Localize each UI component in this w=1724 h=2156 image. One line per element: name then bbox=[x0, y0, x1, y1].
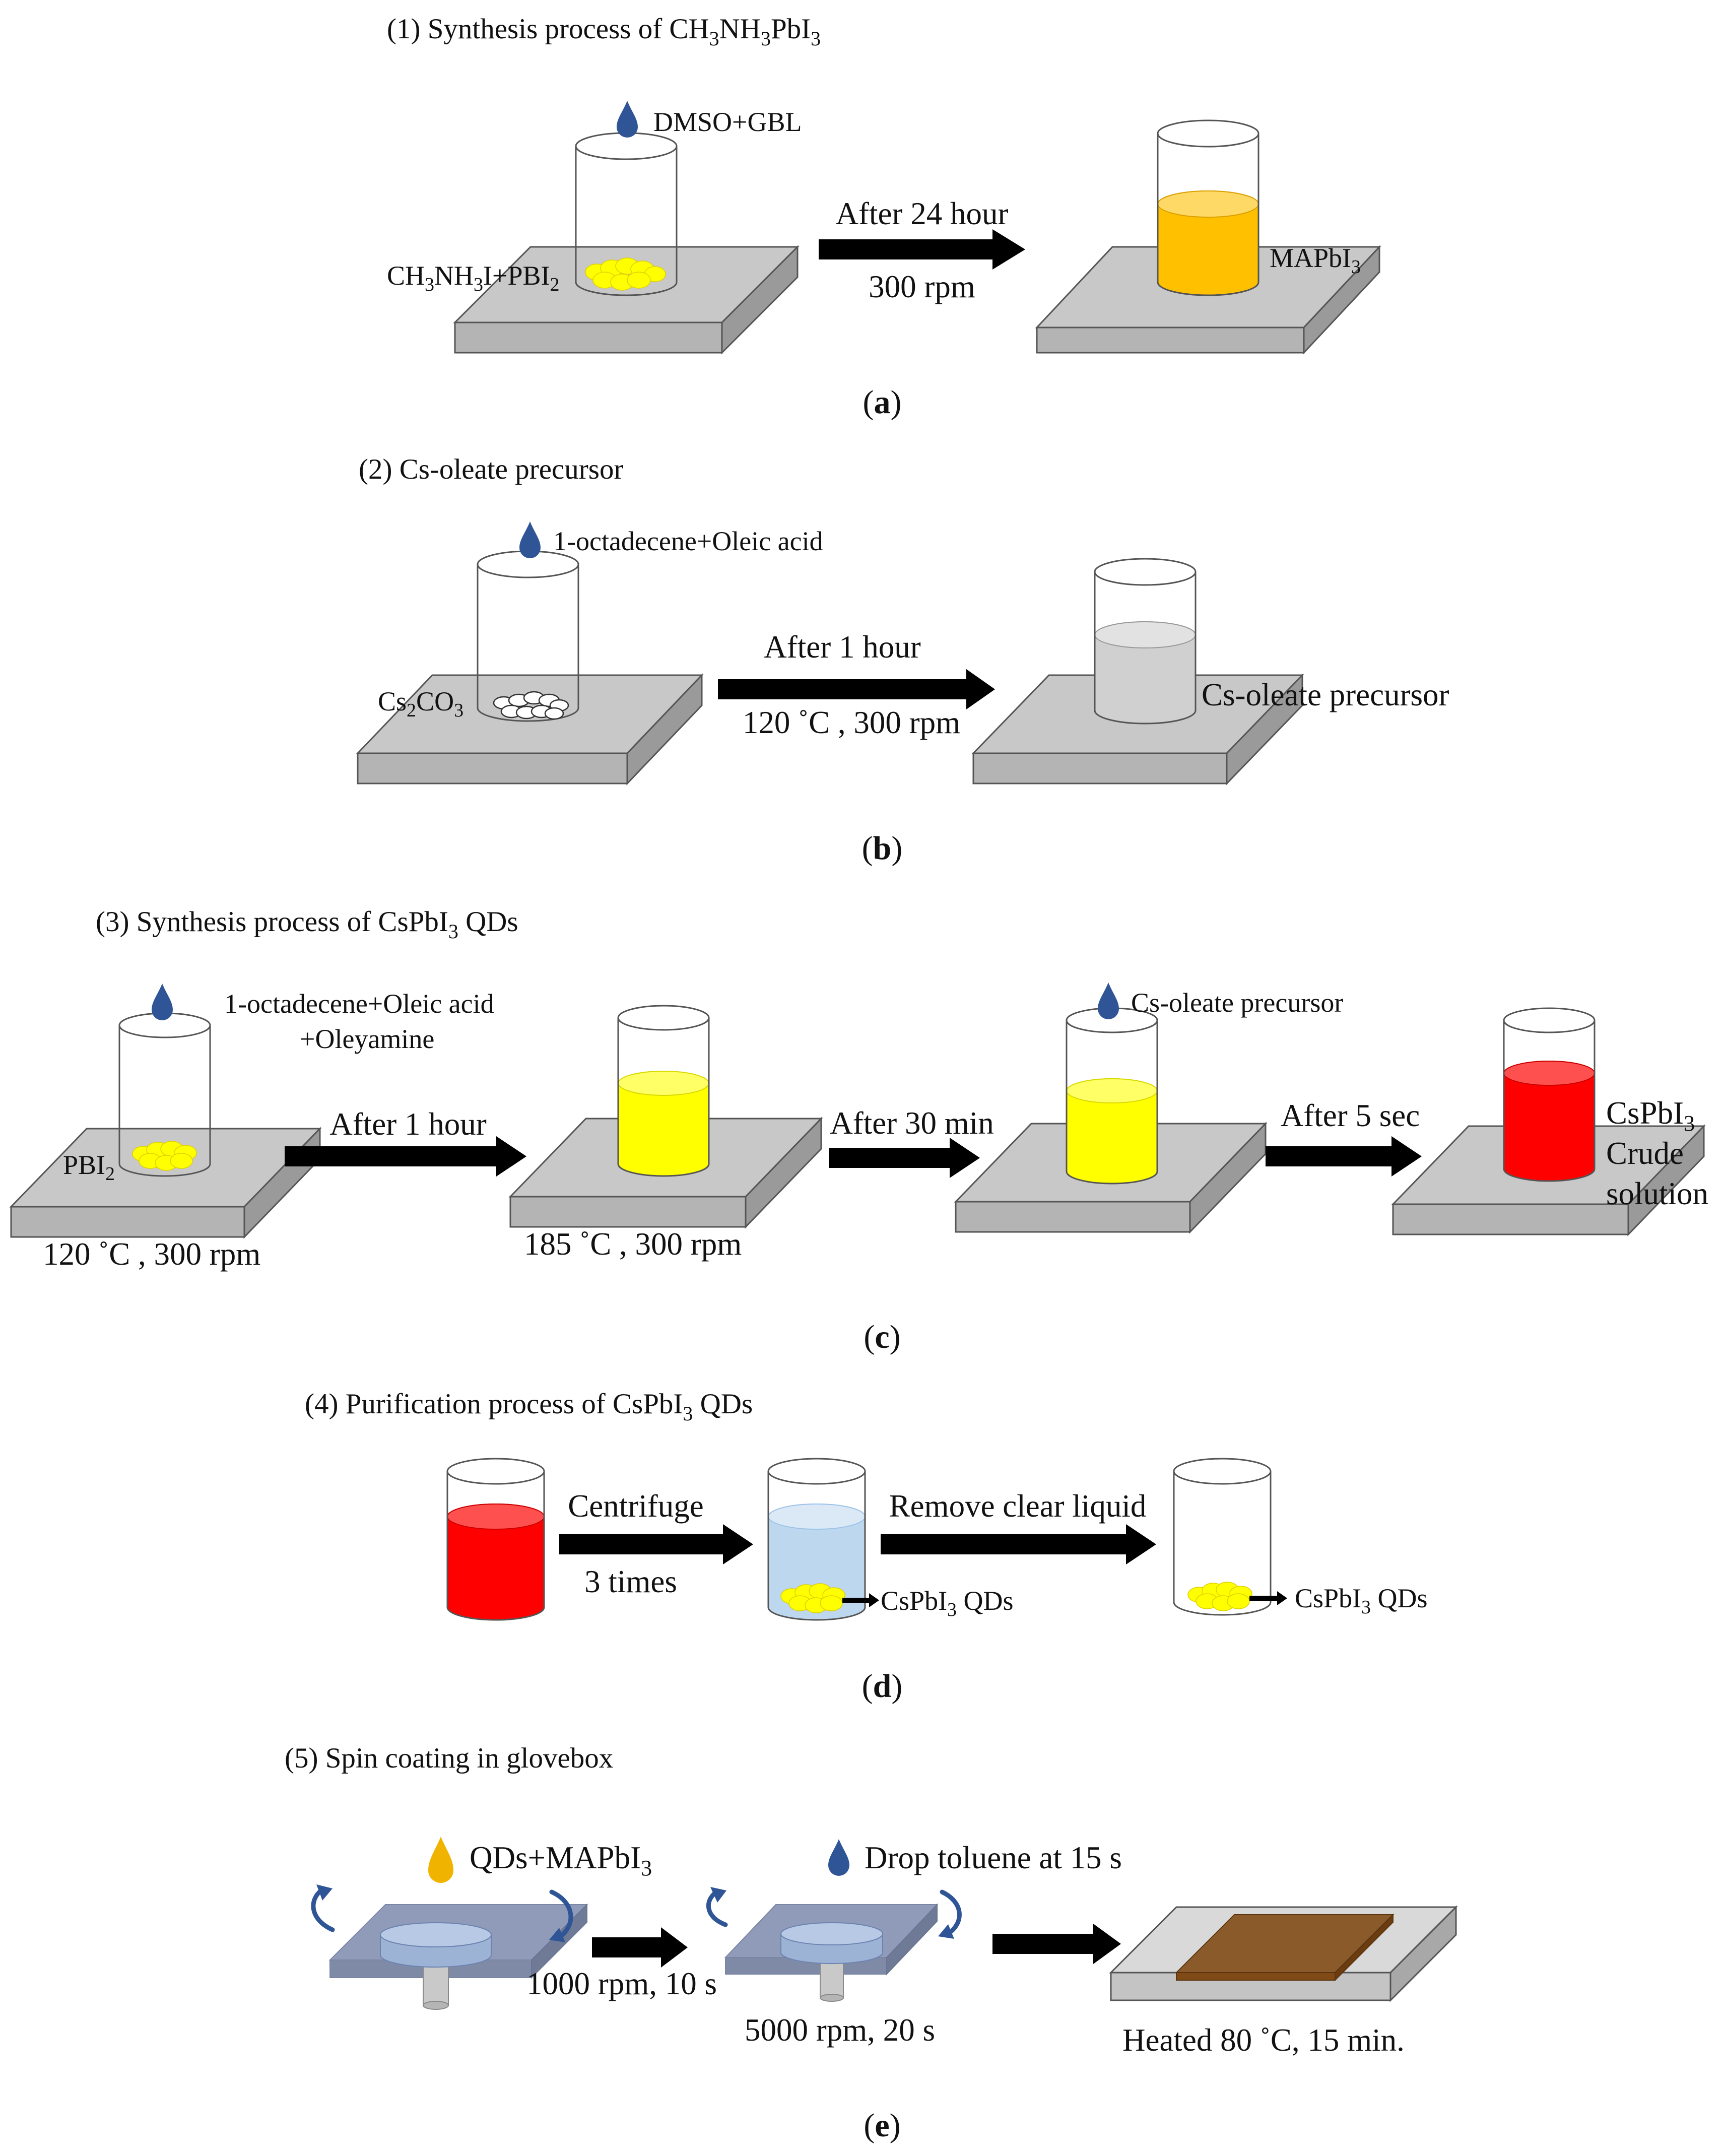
panel-b-label: (b) bbox=[862, 830, 903, 867]
panel-e-label: (e) bbox=[864, 2107, 900, 2144]
process-arrow bbox=[592, 1927, 688, 1968]
panel-d-title: (4) Purification process of CsPbI3 QDs bbox=[305, 1388, 753, 1425]
panel-e-title: (5) Spin coating in glovebox bbox=[285, 1742, 613, 1774]
hotplate bbox=[356, 673, 704, 786]
solvent-label: DMSO+GBL bbox=[653, 107, 802, 137]
arrow-label-bottom: 120 ˚C , 300 rpm bbox=[743, 705, 960, 740]
product-label: MAPbI3 bbox=[1270, 243, 1361, 278]
beaker-yellow bbox=[1066, 1007, 1158, 1185]
drop-2-label: Drop toluene at 15 s bbox=[865, 1840, 1122, 1875]
panel-b-title: (2) Cs-oleate precursor bbox=[359, 453, 623, 485]
beaker-mapbi3 bbox=[1157, 119, 1259, 296]
arrow-label-1: After 1 hour bbox=[329, 1106, 486, 1142]
panel-c: (3) Synthesis process of CsPbI3 QDs 1-oc… bbox=[9, 906, 1708, 1355]
droplet-icon bbox=[519, 521, 541, 558]
arrow-label-2: After 30 min bbox=[830, 1105, 993, 1141]
process-arrow bbox=[718, 669, 995, 709]
perovskite-film bbox=[1175, 1913, 1395, 1982]
process-arrow bbox=[285, 1136, 526, 1177]
reagent-label: CH3NH3I+PBI2 bbox=[387, 260, 559, 295]
panel-d: (4) Purification process of CsPbI3 QDs C… bbox=[305, 1388, 1428, 1705]
beaker-cs-oleate bbox=[1094, 558, 1197, 725]
cs2co3-pellets bbox=[493, 691, 569, 720]
arrow-label-top: After 24 hour bbox=[836, 196, 1009, 231]
rotation-arrow-icon bbox=[706, 1889, 728, 1927]
process-arrow bbox=[829, 1138, 980, 1178]
step-2-label: 5000 rpm, 20 s bbox=[745, 2012, 935, 2048]
arrow-1-bottom: 3 times bbox=[584, 1564, 677, 1599]
droplet-icon bbox=[428, 1837, 453, 1883]
beaker bbox=[118, 1012, 211, 1177]
droplet-icon bbox=[152, 984, 173, 1020]
panel-c-label: (c) bbox=[864, 1319, 900, 1355]
arrow-1-top: Centrifuge bbox=[568, 1488, 703, 1524]
panel-c-title: (3) Synthesis process of CsPbI3 QDs bbox=[96, 906, 518, 943]
panel-a: (1) Synthesis process of CH3NH3PbI3 DMSO… bbox=[387, 13, 1381, 421]
solvent-line-2: +Oleyamine bbox=[300, 1024, 434, 1054]
qd-label-2: CsPbI3 QDs bbox=[1295, 1583, 1428, 1618]
panel-d-label: (d) bbox=[862, 1668, 903, 1705]
droplet-icon bbox=[617, 101, 638, 138]
beaker-light-blue bbox=[767, 1458, 866, 1621]
pbi2-pellets bbox=[132, 1141, 197, 1171]
spin-coater bbox=[724, 1903, 939, 2002]
arrow-label-top: After 1 hour bbox=[764, 629, 920, 665]
arrow-label-3: After 5 sec bbox=[1281, 1098, 1420, 1133]
process-arrow bbox=[992, 1924, 1121, 1964]
product-label: Cs-oleate precursor bbox=[1202, 677, 1449, 712]
rotation-arrow-icon bbox=[940, 1889, 962, 1936]
precursor-pellets bbox=[585, 257, 666, 291]
spin-coater bbox=[328, 1903, 588, 2010]
droplet-icon bbox=[1098, 983, 1119, 1019]
beaker-red bbox=[1503, 1007, 1596, 1182]
rotation-arrow-icon bbox=[311, 1887, 335, 1932]
product-line-1: CsPbI3 bbox=[1606, 1095, 1695, 1136]
qd-label-1: CsPbI3 QDs bbox=[881, 1586, 1014, 1620]
qd-pellets bbox=[780, 1583, 845, 1613]
solvent-line-1: 1-octadecene+Oleic acid bbox=[224, 989, 494, 1019]
step-1-label: 1000 rpm, 10 s bbox=[526, 1966, 717, 2001]
panel-a-title: (1) Synthesis process of CH3NH3PbI3 bbox=[387, 13, 821, 50]
drop-1-label: QDs+MAPbI3 bbox=[470, 1840, 652, 1880]
panel-e: (5) Spin coating in glovebox QDs+MAPbI3 … bbox=[285, 1742, 1458, 2144]
pointer-arrow bbox=[842, 1593, 879, 1607]
panel-b: (2) Cs-oleate precursor 1-octadecene+Ole… bbox=[356, 453, 1449, 867]
arrow-2-top: Remove clear liquid bbox=[889, 1488, 1147, 1524]
process-arrow bbox=[1266, 1136, 1422, 1177]
process-arrow bbox=[559, 1524, 753, 1564]
solvent-label: 1-octadecene+Oleic acid bbox=[553, 526, 823, 556]
product-line-2: Crude bbox=[1606, 1136, 1684, 1171]
product-line-3: solution bbox=[1606, 1176, 1708, 1211]
beaker bbox=[477, 550, 579, 722]
pointer-arrow bbox=[1249, 1591, 1287, 1605]
rotation-arrow-icon bbox=[549, 1889, 573, 1940]
condition-1: 120 ˚C , 300 rpm bbox=[43, 1236, 260, 1272]
process-arrow bbox=[819, 229, 1025, 270]
qd-pellets bbox=[1187, 1582, 1252, 1611]
step-3-label: Heated 80 ˚C, 15 min. bbox=[1122, 2022, 1405, 2058]
droplet-icon bbox=[828, 1839, 849, 1876]
beaker-qds bbox=[1173, 1458, 1272, 1616]
condition-2: 185 ˚C , 300 rpm bbox=[524, 1226, 742, 1262]
panel-a-label: (a) bbox=[863, 384, 902, 421]
beaker-yellow bbox=[617, 1005, 710, 1177]
reagent-label: Cs2CO3 bbox=[378, 686, 463, 721]
beaker bbox=[575, 132, 678, 296]
reagent-label: PBI2 bbox=[63, 1150, 115, 1185]
arrow-label-bottom: 300 rpm bbox=[869, 269, 975, 304]
beaker-red bbox=[446, 1458, 545, 1621]
added-label: Cs-oleate precursor bbox=[1131, 988, 1343, 1018]
process-arrow bbox=[881, 1524, 1156, 1564]
